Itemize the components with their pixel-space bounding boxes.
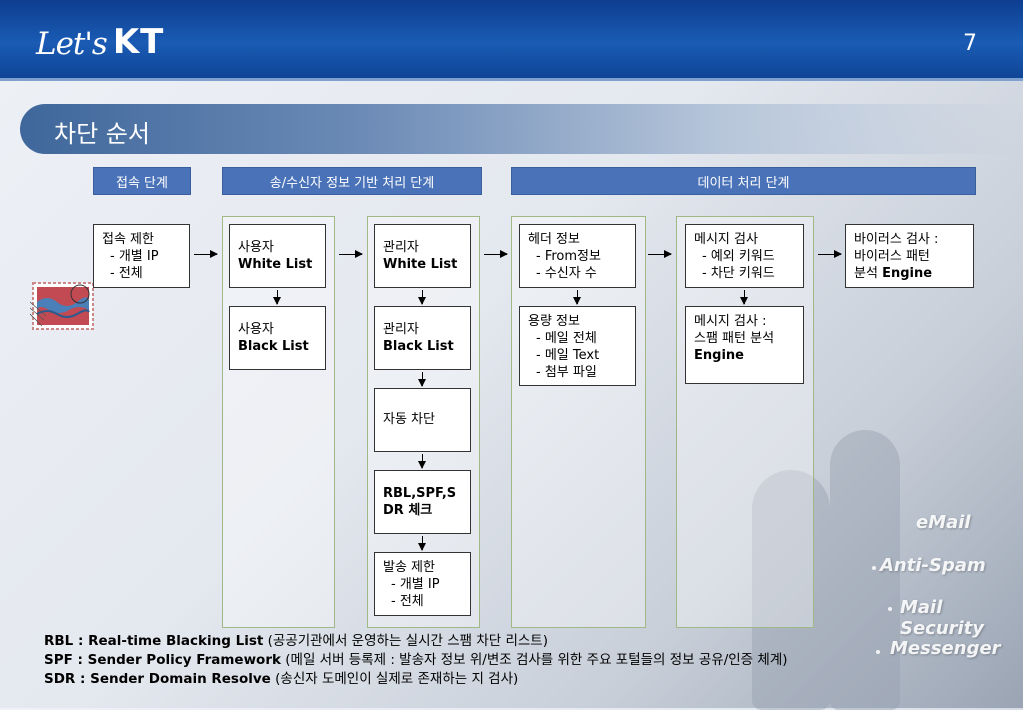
footnote-key: SDR : Sender Domain Resolve xyxy=(44,671,271,687)
box-line: - 개별 IP xyxy=(110,249,159,264)
box-line: White List xyxy=(238,257,313,272)
footnote-desc: (메일 서버 등록제 : 발송자 정보 위/변조 검사를 위한 주요 포털들의 … xyxy=(280,652,788,668)
arrow-down xyxy=(418,454,426,469)
box-line: 분석 Engine xyxy=(854,265,965,282)
box-line: DR 체크 xyxy=(383,503,433,518)
box-line: 바이러스 검사 : xyxy=(854,232,939,247)
footnote-spf: SPF : Sender Policy Framework (메일 서버 등록제… xyxy=(44,651,788,670)
person-silhouette-left xyxy=(752,470,830,710)
stage-data-processing: 데이터 처리 단계 xyxy=(511,167,976,195)
box-user-black-list: 사용자 Black List xyxy=(229,306,326,370)
footnote-key: SPF : Sender Policy Framework xyxy=(44,652,281,668)
box-virus-engine: 바이러스 검사 : 바이러스 패턴 분석 Engine xyxy=(845,224,974,288)
box-title: 메시지 검사 xyxy=(694,232,758,247)
box-header-info: 헤더 정보 - From정보 - 수신자 수 xyxy=(519,224,636,288)
title-bar: 차단 순서 xyxy=(20,104,1023,154)
arrow-right xyxy=(339,250,363,258)
postage-stamp-icon xyxy=(30,282,94,330)
box-line-text: 분석 xyxy=(854,266,883,281)
box-title: 접속 제한 xyxy=(102,232,154,247)
box-line: - 차단 키워드 xyxy=(702,266,775,281)
footnotes: RBL : Real-time Blacking List (공공기관에서 운영… xyxy=(44,632,788,689)
box-title: 발송 제한 xyxy=(383,560,435,575)
box-line: 바이러스 패턴 xyxy=(854,249,930,264)
box-title: 헤더 정보 xyxy=(528,232,580,247)
box-title: 용량 정보 xyxy=(528,314,580,329)
arrow-right xyxy=(484,250,508,258)
stage-sender-receiver: 송/수신자 정보 기반 처리 단계 xyxy=(222,167,482,195)
footnote-rbl: RBL : Real-time Blacking List (공공기관에서 운영… xyxy=(44,632,788,651)
box-line: - 전체 xyxy=(391,594,424,609)
kt-logo: Let's KT xyxy=(36,14,164,62)
footnote-sdr: SDR : Sender Domain Resolve (송신자 도메인이 실제… xyxy=(44,670,788,689)
box-line: Black List xyxy=(383,339,454,354)
box-send-limit: 발송 제한 - 개별 IP - 전체 xyxy=(374,552,471,616)
arrow-right xyxy=(194,250,218,258)
box-line: 사용자 xyxy=(238,322,274,337)
box-message-check: 메시지 검사 - 예외 키워드 - 차단 키워드 xyxy=(685,224,804,288)
box-line: - 전체 xyxy=(110,266,143,281)
box-line: 사용자 xyxy=(238,240,274,255)
arrow-right xyxy=(818,250,842,258)
box-line: - 메일 Text xyxy=(536,348,600,363)
box-line: - 첨부 파일 xyxy=(536,365,597,380)
box-line: Black List xyxy=(238,339,309,354)
box-line: - 예외 키워드 xyxy=(702,249,775,264)
logo-kt-text: KT xyxy=(112,22,165,62)
arrow-down xyxy=(418,372,426,387)
footnote-desc: (송신자 도메인이 실제로 존재하는 지 검사) xyxy=(270,671,519,687)
header-bar: Let's KT 7 xyxy=(0,0,1023,81)
arrow-down xyxy=(740,290,748,305)
footnote-key: RBL : Real-time Blacking List xyxy=(44,633,264,649)
arrow-down xyxy=(573,290,581,305)
bg-tag-mail-security: Mail Security xyxy=(900,597,985,639)
bg-tag-messenger: Messenger xyxy=(890,638,1001,659)
logo-lets-text: Let's xyxy=(36,26,108,62)
box-admin-black-list: 관리자 Black List xyxy=(374,306,471,370)
person-silhouette-right xyxy=(830,430,900,710)
stage-connect: 접속 단계 xyxy=(93,167,191,195)
box-line-bold: Engine xyxy=(882,266,933,281)
box-auto-block: 자동 차단 xyxy=(374,388,471,452)
box-line: 스팸 패턴 분석 xyxy=(694,331,775,346)
footnote-desc: (공공기관에서 운영하는 실시간 스팸 차단 리스트) xyxy=(263,633,548,649)
box-line: - 개별 IP xyxy=(391,577,440,592)
box-line: 관리자 xyxy=(383,240,419,255)
box-admin-white-list: 관리자 White List xyxy=(374,224,471,288)
slide-title: 차단 순서 xyxy=(54,120,150,148)
arrow-down xyxy=(418,290,426,305)
box-user-white-list: 사용자 White List xyxy=(229,224,326,288)
box-rbl-spf-sdr-check: RBL,SPF,S DR 체크 xyxy=(374,470,471,534)
bg-dot xyxy=(872,566,876,570)
box-line: - From정보 xyxy=(536,249,601,264)
box-line: White List xyxy=(383,257,458,272)
page-number: 7 xyxy=(963,31,977,56)
bg-dot xyxy=(888,607,892,611)
box-line: 자동 차단 xyxy=(383,412,435,427)
bg-tag-email: eMail xyxy=(916,512,971,533)
arrow-down xyxy=(418,536,426,551)
box-line: - 수신자 수 xyxy=(536,266,597,281)
box-connect-limit: 접속 제한 - 개별 IP - 전체 xyxy=(93,224,190,288)
box-capacity-info: 용량 정보 - 메일 전체 - 메일 Text - 첨부 파일 xyxy=(519,306,636,386)
arrow-down xyxy=(273,290,281,305)
bg-dot xyxy=(876,650,880,654)
box-line: Engine xyxy=(694,348,744,363)
box-line: - 메일 전체 xyxy=(536,331,597,346)
bg-tag-antispam: Anti-Spam xyxy=(880,555,986,576)
arrow-right xyxy=(648,250,672,258)
box-spam-pattern-engine: 메시지 검사 : 스팸 패턴 분석 Engine xyxy=(685,306,804,384)
box-line: RBL,SPF,S xyxy=(383,486,457,501)
box-line: 관리자 xyxy=(383,322,419,337)
box-line: 메시지 검사 : xyxy=(694,314,767,329)
